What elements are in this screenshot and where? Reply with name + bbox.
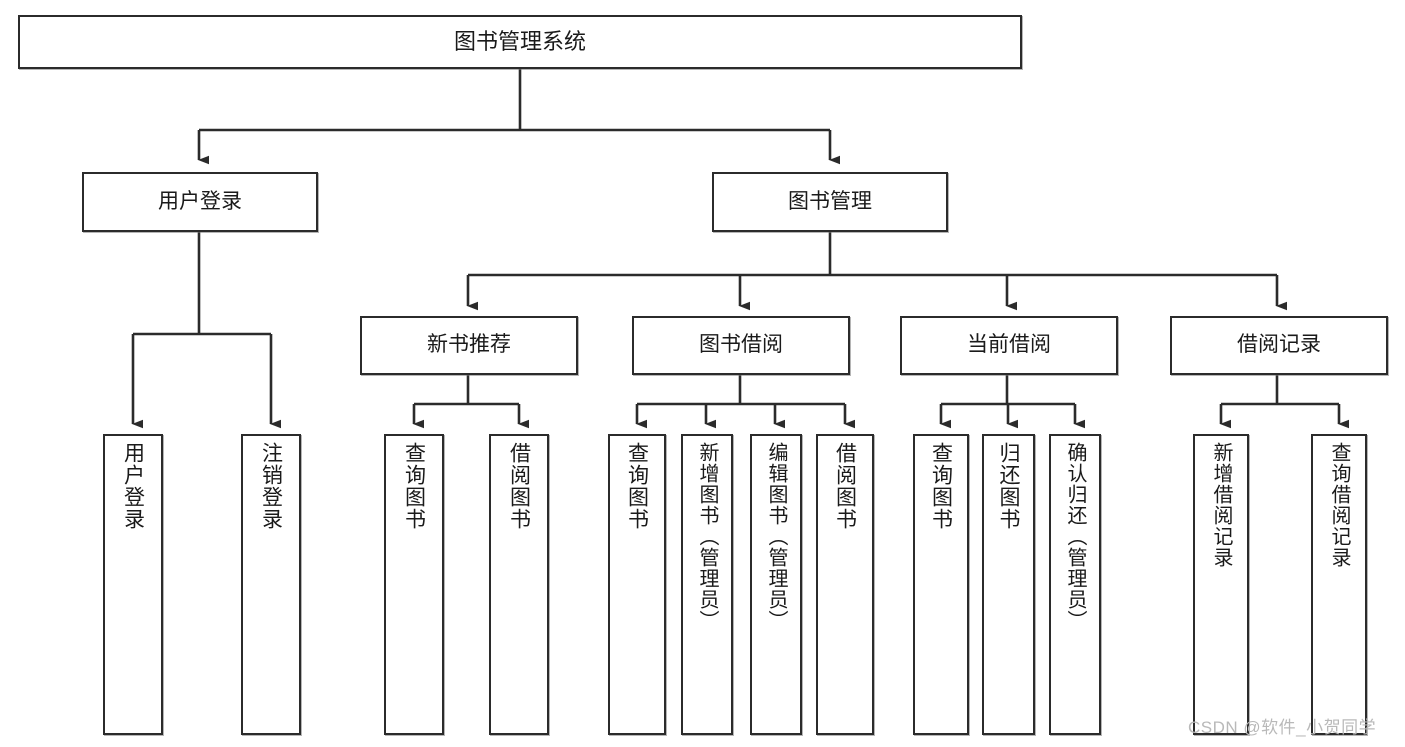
node-leaf-return-book-label: 归还图书 — [997, 442, 1020, 530]
csdn-watermark: CSDN @软件_小贺同学 — [1188, 718, 1377, 737]
node-current-borrow-label: 当前借阅 — [967, 333, 1051, 357]
node-current-borrow[interactable]: 当前借阅 — [900, 316, 1118, 375]
node-leaf-add-record-label: 新增借阅记录 — [1210, 442, 1232, 568]
node-leaf-borrow-book-2[interactable]: 借阅图书 — [816, 434, 874, 735]
node-leaf-return-book[interactable]: 归还图书 — [982, 434, 1035, 735]
node-new-book-rec[interactable]: 新书推荐 — [360, 316, 578, 375]
node-root-system-label: 图书管理系统 — [453, 29, 586, 55]
node-user-login-label: 用户登录 — [158, 189, 242, 213]
node-leaf-user-login[interactable]: 用户登录 — [103, 434, 163, 735]
node-leaf-query-book-1-label: 查询图书 — [402, 442, 426, 530]
node-leaf-borrow-book-1[interactable]: 借阅图书 — [489, 434, 549, 735]
node-leaf-borrow-book-2-label: 借阅图书 — [833, 442, 857, 530]
node-book-borrow[interactable]: 图书借阅 — [632, 316, 850, 375]
node-user-login[interactable]: 用户登录 — [82, 172, 318, 232]
node-leaf-query-book-3-label: 查询图书 — [929, 442, 953, 530]
node-leaf-confirm-return[interactable]: 确认归还（管理员） — [1049, 434, 1101, 735]
node-new-book-rec-label: 新书推荐 — [427, 333, 511, 357]
node-leaf-confirm-return-label: 确认归还（管理员） — [1064, 442, 1086, 631]
node-leaf-add-book-label: 新增图书（管理员） — [696, 442, 718, 631]
node-leaf-query-book-3[interactable]: 查询图书 — [913, 434, 969, 735]
node-leaf-edit-book-label: 编辑图书（管理员） — [765, 442, 787, 631]
node-book-borrow-label: 图书借阅 — [699, 333, 783, 357]
node-leaf-user-login-label: 用户登录 — [121, 442, 145, 530]
node-leaf-add-book[interactable]: 新增图书（管理员） — [681, 434, 733, 735]
node-leaf-query-record[interactable]: 查询借阅记录 — [1311, 434, 1367, 735]
node-leaf-query-book-2[interactable]: 查询图书 — [608, 434, 666, 735]
node-book-manage-label: 图书管理 — [788, 189, 872, 213]
node-leaf-edit-book[interactable]: 编辑图书（管理员） — [750, 434, 802, 735]
node-root-system[interactable]: 图书管理系统 — [18, 15, 1022, 69]
node-borrow-record[interactable]: 借阅记录 — [1170, 316, 1388, 375]
node-leaf-query-record-label: 查询借阅记录 — [1328, 442, 1350, 568]
node-leaf-query-book-2-label: 查询图书 — [625, 442, 649, 530]
node-leaf-query-book-1[interactable]: 查询图书 — [384, 434, 444, 735]
node-leaf-borrow-book-1-label: 借阅图书 — [507, 442, 531, 530]
node-borrow-record-label: 借阅记录 — [1237, 333, 1321, 357]
node-leaf-logout-label: 注销登录 — [259, 442, 283, 530]
node-leaf-add-record[interactable]: 新增借阅记录 — [1193, 434, 1249, 735]
node-book-manage[interactable]: 图书管理 — [712, 172, 948, 232]
node-leaf-logout[interactable]: 注销登录 — [241, 434, 301, 735]
